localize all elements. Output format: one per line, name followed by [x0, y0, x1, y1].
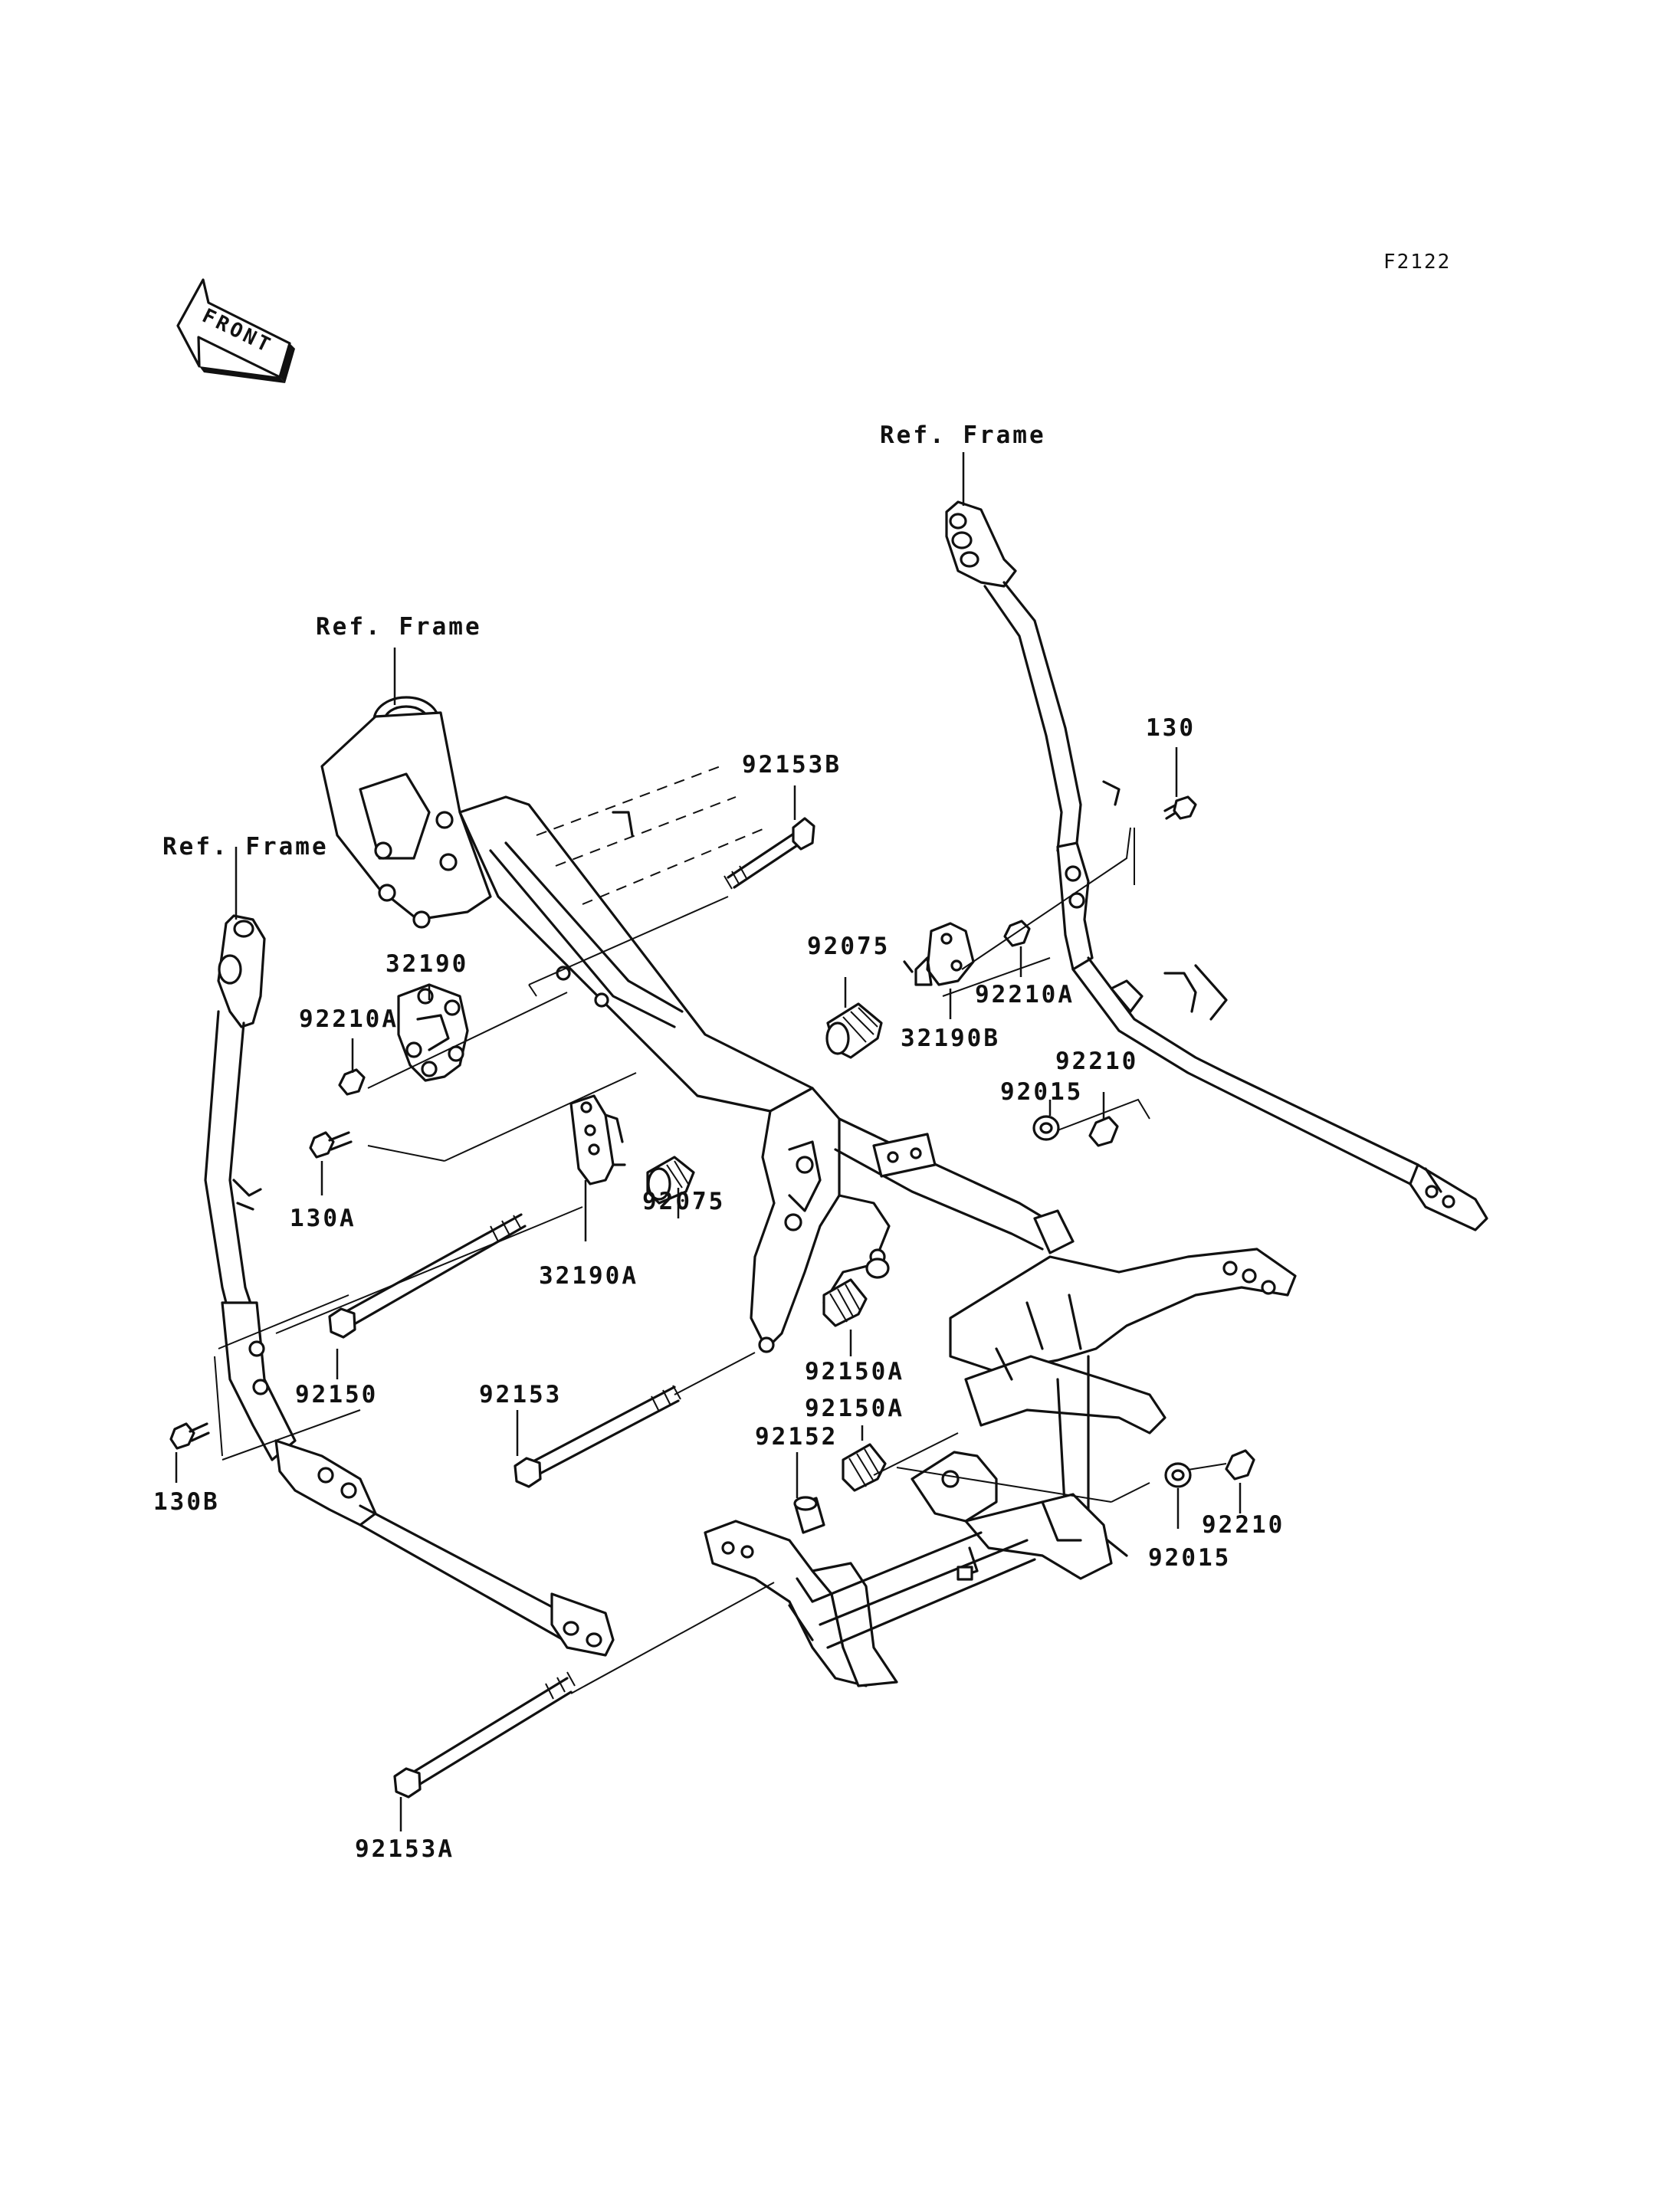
- label-92210A-right: 92210A: [975, 981, 1075, 1008]
- nut-92210-bottom: [1225, 1449, 1255, 1481]
- label-92210-top: 92210: [1055, 1048, 1138, 1075]
- label-92152: 92152: [755, 1423, 838, 1451]
- bolt-92153: [514, 1385, 681, 1488]
- nut-92210A-left: [338, 1068, 366, 1096]
- label-130A: 130A: [290, 1205, 356, 1232]
- front-arrow-icon: FRONT: [176, 278, 295, 383]
- label-92015-bottom: 92015: [1148, 1544, 1231, 1572]
- bolt-130: [1163, 795, 1197, 820]
- label-92153A: 92153A: [355, 1835, 454, 1863]
- bracket-32190: [397, 983, 469, 1082]
- label-92075-right: 92075: [807, 933, 890, 960]
- diagram-code: F2122: [1383, 251, 1451, 274]
- rubber-mount-92075-right: [825, 1002, 883, 1059]
- right-frame-rail: [945, 500, 1488, 1231]
- bolt-130B: [169, 1422, 210, 1450]
- collar-92152: [793, 1496, 825, 1534]
- bolt-130A: [309, 1131, 353, 1159]
- label-32190B: 32190B: [901, 1025, 1000, 1052]
- bolt-92153B: [724, 817, 815, 890]
- nut-92210A-right: [1003, 920, 1031, 947]
- rubber-mount-92075-left: [646, 1156, 695, 1205]
- label-92210A-left: 92210A: [299, 1005, 399, 1033]
- label-32190: 32190: [386, 950, 468, 978]
- leader-lines: [175, 452, 1242, 1831]
- main-frame: [320, 696, 1297, 1687]
- label-32190A: 32190A: [539, 1262, 638, 1290]
- label-92153: 92153: [479, 1381, 562, 1408]
- label-92153B: 92153B: [742, 751, 842, 779]
- bushing-92150A-bottom: [842, 1443, 887, 1492]
- washer-92015-bottom: [1164, 1462, 1192, 1488]
- label-92150A-top: 92150A: [805, 1358, 904, 1385]
- ref-frame-label-center: Ref. Frame: [316, 613, 482, 641]
- bracket-32190A: [569, 1094, 626, 1185]
- label-92015-top: 92015: [1000, 1078, 1083, 1106]
- bushing-92150A-top: [822, 1258, 890, 1327]
- bolt-92153A: [393, 1671, 576, 1799]
- label-92150A-bottom: 92150A: [805, 1395, 904, 1422]
- left-frame-rail: [204, 914, 615, 1657]
- ref-frame-label-left: Ref. Frame: [162, 833, 329, 861]
- ref-frame-label-top: Ref. Frame: [880, 421, 1046, 449]
- label-92150: 92150: [295, 1381, 378, 1408]
- bracket-32190B: [903, 922, 975, 986]
- bolt-92150: [328, 1213, 527, 1339]
- label-92210-bottom: 92210: [1202, 1511, 1285, 1539]
- washer-92015-top: [1032, 1115, 1060, 1141]
- label-130: 130: [1146, 714, 1196, 742]
- label-130B: 130B: [153, 1488, 220, 1516]
- nut-92210-top: [1088, 1116, 1119, 1147]
- label-92075-left: 92075: [642, 1188, 725, 1215]
